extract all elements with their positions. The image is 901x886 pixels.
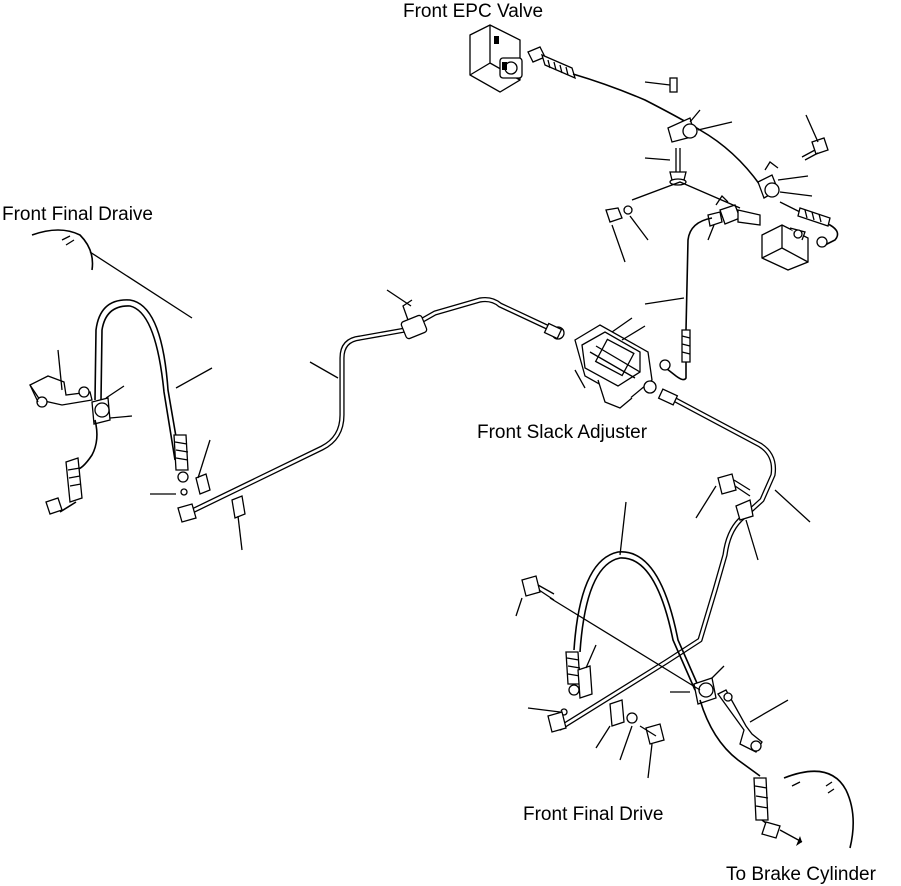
right-hose-clamp — [670, 665, 725, 705]
final-drive-housing-left — [31, 229, 193, 319]
tee-fitting — [707, 194, 761, 241]
label-to-brake-cylinder: To Brake Cylinder — [726, 864, 877, 885]
right-lower-hose — [699, 699, 803, 846]
right-bolt-top — [695, 473, 751, 519]
nut-washer — [605, 181, 741, 263]
hose-clamp-upper — [667, 109, 733, 143]
label-front-final-draive: Front Final Draive — [2, 204, 153, 225]
epc-valve — [469, 24, 523, 93]
label-front-final-drive: Front Final Drive — [523, 804, 663, 825]
epc-fitting — [527, 46, 577, 80]
pin — [644, 77, 678, 93]
right-small-clamp — [527, 644, 597, 733]
left-tube-leader — [309, 361, 339, 379]
left-brake-tube — [183, 296, 550, 517]
right-bolt-left — [515, 575, 701, 691]
clamp-upper-right — [757, 161, 813, 213]
left-lower-hose — [45, 419, 98, 515]
epc-hose — [572, 73, 761, 186]
bolt — [644, 148, 687, 186]
right-clip-washer-bolt — [595, 699, 665, 779]
hose-to-slack-adjuster — [644, 217, 713, 381]
label-front-epc-valve: Front EPC Valve — [403, 1, 543, 22]
right-tube-clamp — [735, 489, 811, 561]
right-flex-hose — [565, 501, 701, 696]
bolt-upper-right — [801, 114, 829, 161]
final-drive-housing-right — [783, 770, 854, 849]
left-bracket — [29, 349, 93, 408]
left-clip — [231, 495, 246, 551]
left-hose-clamp — [91, 385, 133, 425]
front-valve-block — [761, 224, 809, 271]
hose-right-upper — [797, 207, 839, 248]
tube-clamp — [386, 289, 428, 340]
label-front-slack-adjuster: Front Slack Adjuster — [477, 422, 648, 443]
left-flex-hose — [94, 299, 213, 483]
slack-adjuster — [543, 317, 679, 409]
right-brake-tube — [557, 393, 777, 731]
right-bracket — [717, 689, 789, 753]
left-small-clamp — [150, 439, 211, 523]
